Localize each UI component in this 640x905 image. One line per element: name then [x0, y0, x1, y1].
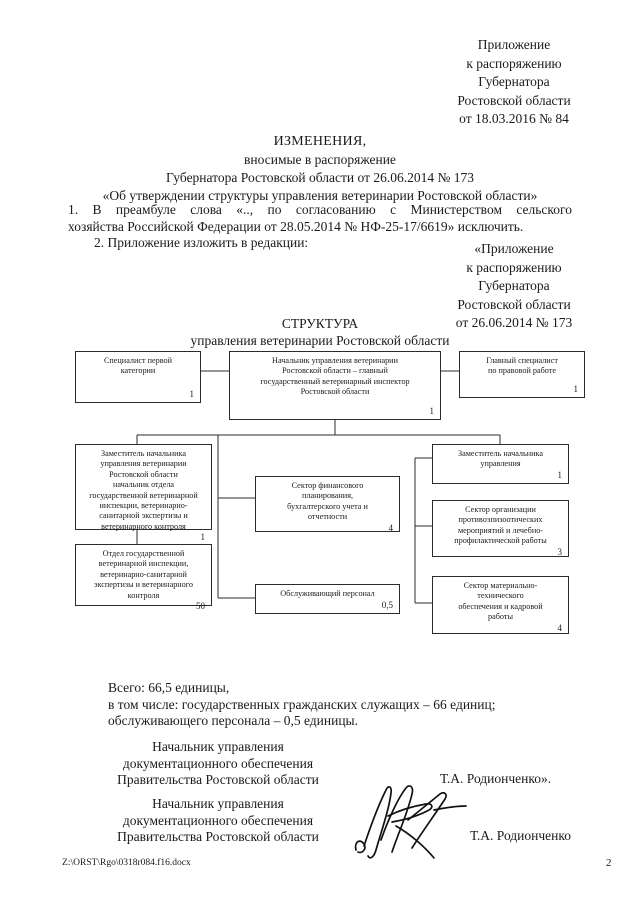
org-node-label: Главный специалист по правовой работе: [486, 356, 558, 376]
org-node-count: 0,5: [381, 600, 393, 610]
appendix-top-line-1: Приложение: [477, 37, 551, 52]
paragraph-1-line-1: 1. В преамбуле слова «.., по согласовани…: [68, 202, 572, 217]
org-node-label: Обслуживающий персонал: [280, 589, 375, 598]
signature-1-line-1: Начальник управления: [152, 739, 284, 754]
org-node-service-personnel[interactable]: Обслуживающий персонал 0,5: [255, 584, 400, 614]
paragraph-2: 2. Приложение изложить в редакции:: [68, 235, 572, 252]
paragraph-2-text: 2. Приложение изложить в редакции:: [94, 235, 309, 250]
document-title: ИЗМЕНЕНИЯ, вносимые в распоряжение Губер…: [20, 133, 620, 205]
signature-2-line-1: Начальник управления: [152, 796, 284, 811]
appendix-second-line-4: Ростовской области: [457, 296, 571, 312]
signature-2-line-3: Правительства Ростовской области: [117, 829, 319, 844]
org-node-sector-financial-planning[interactable]: Сектор финансового планирования, бухгалт…: [255, 476, 400, 533]
org-node-specialist-first-category[interactable]: Специалист первой категории 1: [75, 351, 201, 403]
footer-page-number: 2: [606, 857, 612, 869]
org-chart: Специалист первой категории 1 Начальник …: [70, 348, 590, 668]
appendix-header-second: «Приложение к распоряжению Губернатора Р…: [398, 240, 630, 333]
org-node-count: 1: [557, 470, 563, 480]
org-node-head-of-department[interactable]: Начальник управления ветеринарии Ростовс…: [229, 351, 441, 420]
org-node-chief-legal-specialist[interactable]: Главный специалист по правовой работе 1: [459, 351, 585, 398]
org-node-label: Сектор финансового планирования, бухгалт…: [287, 481, 368, 522]
appendix-second-line-5: от 26.06.2014 № 173: [455, 315, 573, 330]
signature-2-line-2: документационного обеспечения: [122, 812, 314, 828]
appendix-header-top: Приложение к распоряжению Губернатора Ро…: [398, 36, 630, 129]
appendix-second-line-3: Губернатора: [478, 278, 550, 293]
org-node-deputy-head-vet-inspection[interactable]: Заместитель начальника управления ветери…: [75, 444, 212, 542]
org-node-count: 1: [429, 406, 435, 416]
structure-heading-line-2: управления ветеринарии Ростовской област…: [190, 333, 450, 348]
title-line-3: Губернатора Ростовской области от 26.06.…: [166, 170, 474, 185]
handwritten-signature-icon: [354, 785, 467, 859]
signature-block-2: Начальник управления документационного о…: [68, 796, 368, 846]
org-node-count: 1: [573, 384, 579, 394]
org-node-label: Отдел государственной ветеринарной инспе…: [93, 549, 194, 600]
org-node-sector-antiepizootic[interactable]: Сектор организации противоэпизоотических…: [432, 500, 569, 557]
totals-line-3: обслуживающего персонала – 0,5 единицы.: [108, 713, 359, 728]
org-node-label: Специалист первой категории: [103, 356, 173, 376]
signature-block-1: Начальник управления документационного о…: [68, 739, 368, 789]
totals-line-1: Всего: 66,5 единицы,: [108, 680, 230, 695]
appendix-top-line-3: Губернатора: [478, 74, 550, 89]
org-node-label: Сектор организации противоэпизоотических…: [454, 505, 547, 546]
signature-2-name: Т.А. Родионченко: [470, 828, 571, 843]
org-node-label: Заместитель начальника управления ветери…: [89, 449, 198, 531]
paragraph-1: 1. В преамбуле слова «.., по согласовани…: [68, 202, 572, 235]
title-line-1: ИЗМЕНЕНИЯ,: [273, 134, 367, 149]
signature-1-name: Т.А. Родионченко».: [440, 771, 552, 786]
structure-heading: СТРУКТУРА управления ветеринарии Ростовс…: [20, 315, 620, 349]
appendix-top-line-2: к распоряжению: [466, 55, 562, 71]
signature-1-line-2: документационного обеспечения: [122, 755, 314, 771]
appendix-second-line-2: к распоряжению: [466, 259, 562, 275]
org-node-label: Начальник управления ветеринарии Ростовс…: [260, 356, 410, 397]
org-node-count: 3: [557, 546, 563, 557]
totals-line-2: в том числе: государственных гражданских…: [108, 696, 496, 712]
org-node-label: Заместитель начальника управления: [457, 449, 543, 469]
appendix-top-line-5: от 18.03.2016 № 84: [459, 111, 569, 126]
org-node-count: 50: [196, 601, 205, 612]
org-chart-connectors: [136, 370, 501, 604]
appendix-second-line-1: «Приложение: [474, 241, 554, 256]
signature-1-line-3: Правительства Ростовской области: [117, 772, 319, 787]
appendix-top-line-4: Ростовской области: [457, 92, 571, 108]
footer-file-path: Z:\ORST\Rgo\0318r084.f16.docx: [62, 858, 191, 868]
paragraph-1-line-2: хозяйства Российской Федерации от 28.05.…: [68, 218, 524, 234]
org-node-sector-material-technical[interactable]: Сектор материально- технического обеспеч…: [432, 576, 569, 634]
org-node-deputy-head-management[interactable]: Заместитель начальника управления 1: [432, 444, 569, 484]
org-node-count: 4: [388, 522, 394, 533]
org-node-count: 4: [557, 622, 563, 633]
title-line-2: вносимые в распоряжение: [244, 152, 396, 167]
totals-block: Всего: 66,5 единицы, в том числе: госуда…: [108, 680, 578, 730]
org-node-department-state-vet-inspection[interactable]: Отдел государственной ветеринарной инспе…: [75, 544, 212, 611]
org-node-label: Сектор материально- технического обеспеч…: [458, 581, 543, 622]
org-node-count: 1: [200, 532, 206, 543]
title-line-4: «Об утверждении структуры управления вет…: [102, 188, 538, 203]
structure-heading-line-1: СТРУКТУРА: [281, 316, 359, 331]
org-node-count: 1: [189, 389, 195, 399]
